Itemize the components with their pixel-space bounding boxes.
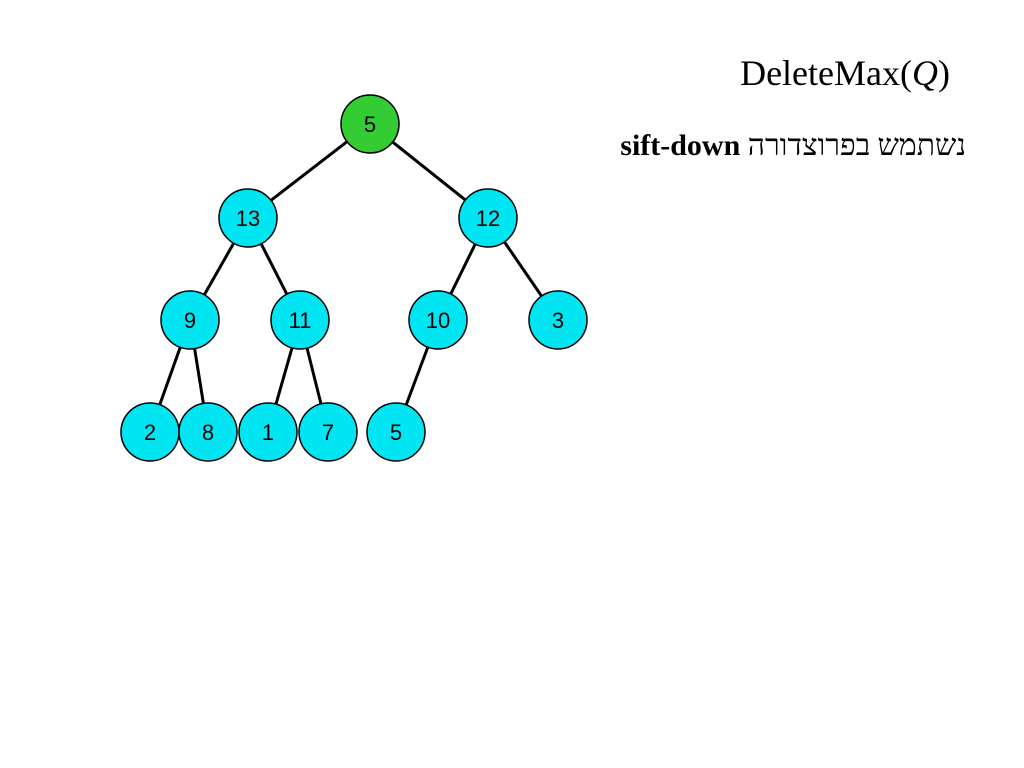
tree-edge bbox=[273, 345, 295, 407]
heap-node-value: 2 bbox=[144, 420, 156, 445]
tree-edge bbox=[202, 240, 236, 298]
heap-node: 2 bbox=[120, 402, 180, 462]
heap-node-circle bbox=[298, 402, 358, 462]
heap-node-value: 3 bbox=[552, 308, 564, 333]
heap-node: 9 bbox=[160, 290, 220, 350]
heap-node-value: 10 bbox=[426, 308, 450, 333]
heap-node-circle bbox=[366, 402, 426, 462]
tree-edge bbox=[192, 346, 206, 406]
algorithm-name: sift-down bbox=[620, 129, 741, 162]
heap-node-circle bbox=[528, 290, 588, 350]
heap-node-circle bbox=[218, 188, 278, 248]
subtitle: sift-down נשתמש בפרוצדורה bbox=[620, 128, 966, 164]
heap-node-value: 5 bbox=[390, 420, 402, 445]
heap-node: 13 bbox=[218, 188, 278, 248]
heap-node-value: 13 bbox=[236, 206, 260, 231]
title-argument: Q bbox=[912, 53, 938, 93]
heap-node-root-highlighted: 5 bbox=[340, 94, 400, 154]
heap-node-circle bbox=[458, 188, 518, 248]
heap-node: 12 bbox=[458, 188, 518, 248]
heap-node-circle bbox=[270, 290, 330, 350]
heap-node-value: 1 bbox=[262, 420, 274, 445]
heap-node: 1 bbox=[238, 402, 298, 462]
heap-node-circle bbox=[238, 402, 298, 462]
heap-node-value: 11 bbox=[289, 308, 312, 333]
title-suffix: ) bbox=[938, 53, 950, 93]
heap-node: 7 bbox=[298, 402, 358, 462]
tree-edge bbox=[157, 344, 183, 408]
tree-edge bbox=[305, 345, 323, 407]
tree-edge bbox=[448, 241, 478, 297]
heap-node-value: 5 bbox=[364, 112, 376, 137]
heap-node-circle bbox=[160, 290, 220, 350]
heap-node-value: 9 bbox=[184, 308, 196, 333]
heap-node: 10 bbox=[408, 290, 468, 350]
tree-edge bbox=[390, 139, 468, 203]
heap-node-circle bbox=[340, 94, 400, 154]
heap-node-value: 8 bbox=[202, 420, 214, 445]
title-prefix: DeleteMax( bbox=[740, 53, 912, 93]
subtitle-hebrew-text: נשתמש בפרוצדורה bbox=[747, 129, 966, 162]
heap-node-value: 7 bbox=[322, 420, 334, 445]
heap-node-circle bbox=[408, 290, 468, 350]
tree-edge bbox=[404, 344, 430, 408]
heap-node-value: 12 bbox=[476, 206, 500, 231]
heap-node: 3 bbox=[528, 290, 588, 350]
tree-edge bbox=[258, 241, 290, 297]
heap-node-circle bbox=[178, 402, 238, 462]
tree-edge bbox=[268, 139, 350, 203]
heap-node: 5 bbox=[366, 402, 426, 462]
tree-edge bbox=[502, 239, 544, 299]
heap-node: 11 bbox=[270, 290, 330, 350]
tree-edges bbox=[157, 139, 544, 408]
slide-title: DeleteMax(Q) bbox=[740, 52, 950, 95]
heap-node: 8 bbox=[178, 402, 238, 462]
tree-nodes: 5 13 12 9 11 10 3 2 8 1 7 5 bbox=[120, 94, 588, 462]
